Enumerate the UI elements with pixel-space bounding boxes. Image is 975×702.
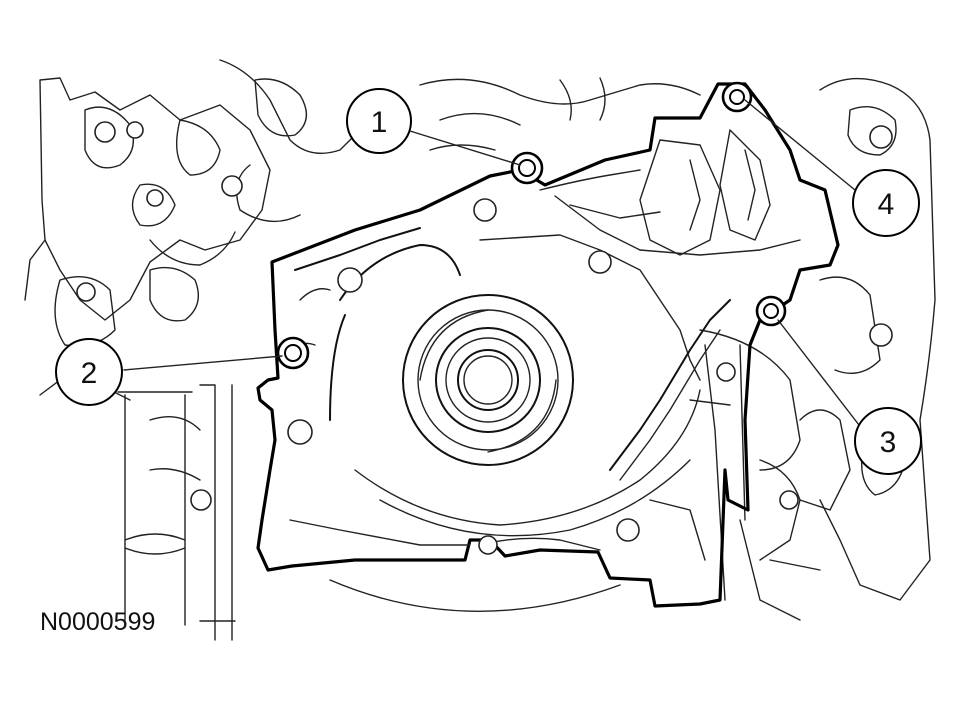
reference-code: N0000599: [40, 608, 155, 636]
leader-line-2: [123, 355, 283, 371]
leader-line-4: [744, 99, 856, 191]
pump-bolts: [276, 81, 787, 370]
callout-1: 1: [346, 88, 412, 154]
callout-4: 4: [852, 169, 920, 237]
oil-pump-housing: [256, 82, 840, 608]
callout-3: 3: [854, 407, 922, 475]
callout-2: 2: [55, 338, 123, 406]
leader-lines: [123, 99, 860, 622]
callout-1-label: 1: [371, 106, 388, 139]
bolt-3: [755, 295, 787, 327]
bolt-2: [276, 336, 310, 370]
engine-block-background: [24, 59, 936, 641]
callout-3-label: 3: [880, 426, 897, 459]
callout-2-label: 2: [81, 357, 98, 390]
leader-line-1: [409, 130, 521, 166]
leader-line-3: [777, 319, 860, 426]
bolt-4: [721, 81, 753, 113]
bolt-1: [510, 151, 544, 185]
callout-4-label: 4: [878, 188, 895, 221]
